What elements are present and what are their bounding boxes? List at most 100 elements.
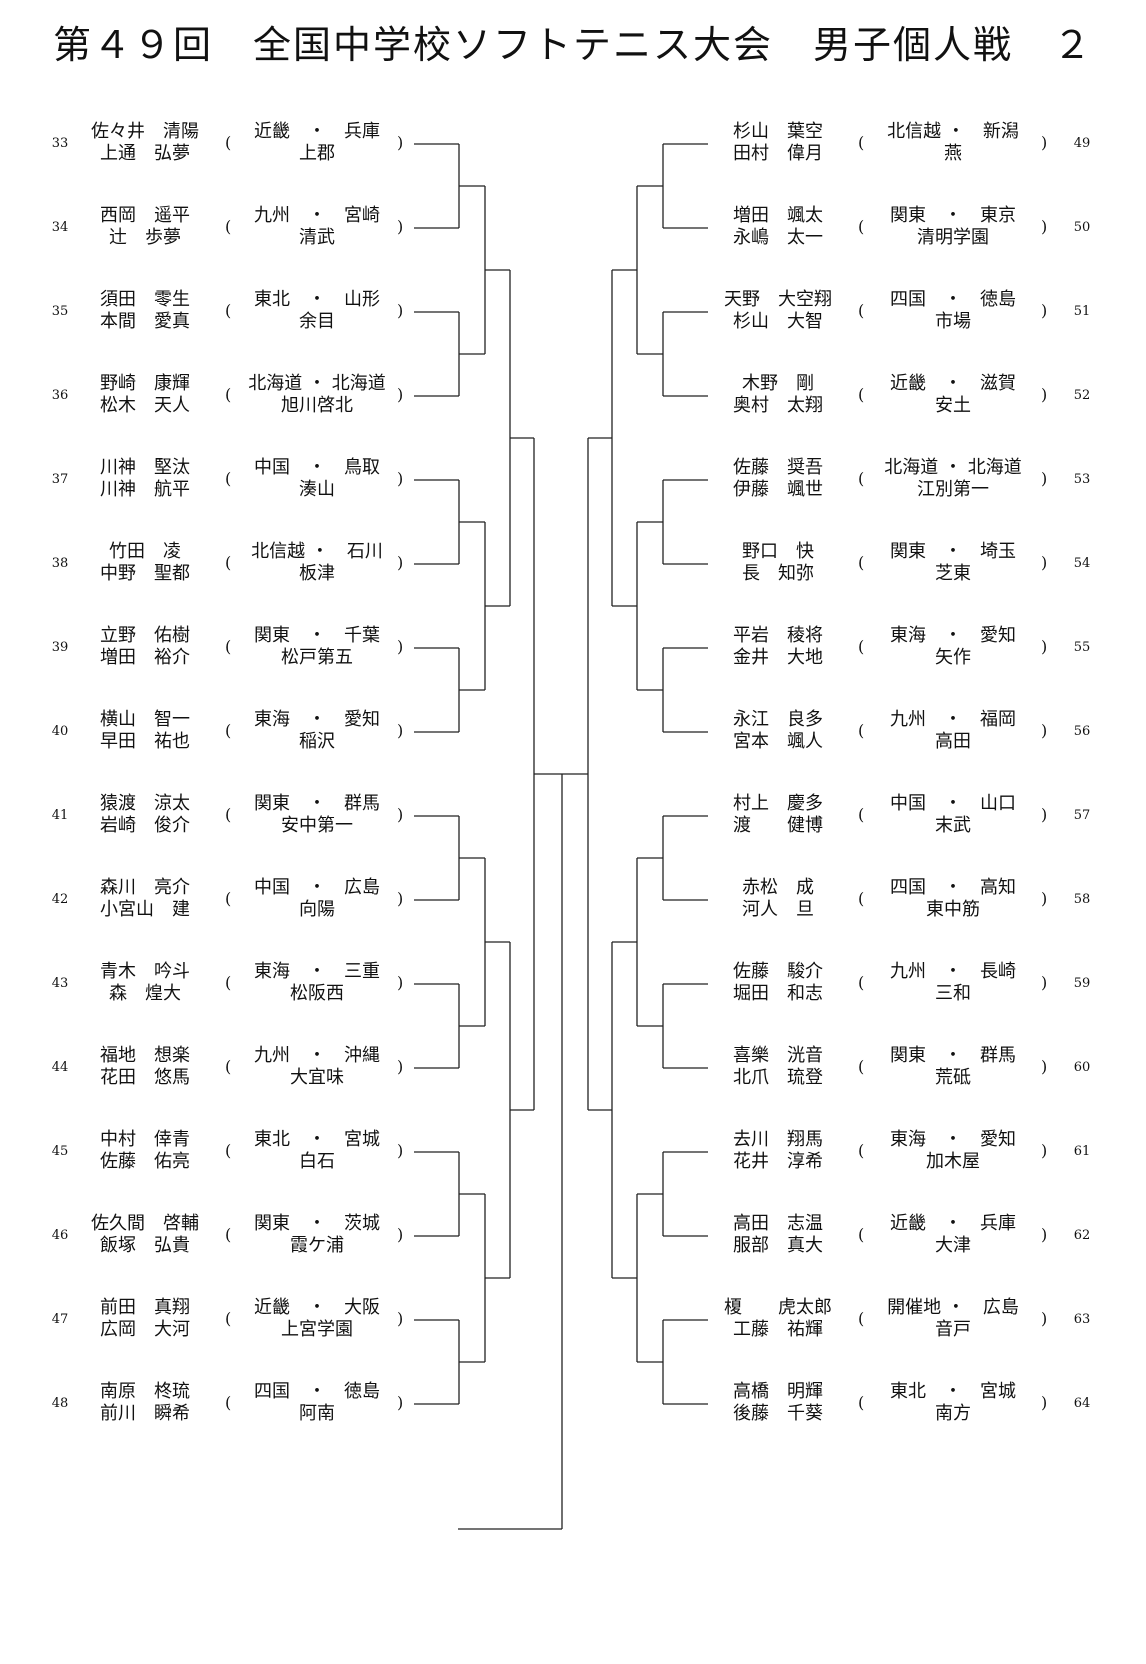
player-name: 竹田 凌 [109,541,181,562]
player-name: 伊藤 颯世 [733,479,823,500]
seed-number: 50 [1073,220,1091,235]
school-name: 江別第一 [917,479,989,500]
player-name: 松木 天人 [100,395,190,416]
page-title: 第４９回 全国中学校ソフトテニス大会 男子個人戦 ２ [52,23,1093,67]
paren-open: ( [225,1309,232,1328]
seed-number: 39 [51,640,69,655]
seed-number: 58 [1073,892,1091,907]
paren-close: ) [1041,553,1048,572]
paren-close: ) [397,973,404,992]
paren-close: ) [397,721,404,740]
player-name: 宮本 颯人 [733,731,823,752]
bracket-entry: 村上 慶多渡 健博(中国 ・ 山口末武)57 [0,793,1146,839]
player-name: 広岡 大河 [100,1319,190,1340]
paren-open: ( [858,1309,865,1328]
player-name: 小宮山 建 [100,899,190,920]
school-name: 板津 [299,563,335,584]
player-name: 川神 堅汰 [100,457,190,478]
player-name: 杉山 大智 [733,311,823,332]
region-prefecture: 九州 ・ 福岡 [890,709,1016,730]
seed-number: 34 [51,220,69,235]
school-name: 安土 [935,395,971,416]
paren-open: ( [858,889,865,908]
player-name: 北爪 琉登 [733,1067,823,1088]
paren-close: ) [397,553,404,572]
region-prefecture: 九州 ・ 宮崎 [254,205,380,226]
player-name: 南原 柊琉 [100,1381,190,1402]
school-name: 音戸 [935,1319,971,1340]
player-name: 服部 真大 [733,1235,823,1256]
bracket-entry: 天野 大空翔杉山 大智(四国 ・ 徳島市場)51 [0,289,1146,335]
seed-number: 48 [51,1396,69,1411]
region-prefecture: 東北 ・ 宮城 [254,1129,380,1150]
paren-close: ) [1041,1057,1048,1076]
paren-open: ( [858,385,865,404]
paren-open: ( [225,301,232,320]
region-prefecture: 関東 ・ 千葉 [254,625,380,646]
seed-number: 40 [51,724,69,739]
player-name: 奥村 太翔 [733,395,823,416]
paren-open: ( [858,1057,865,1076]
player-name: 横山 智一 [100,709,190,730]
seed-number: 37 [51,472,69,487]
paren-open: ( [225,1057,232,1076]
region-prefecture: 東海 ・ 愛知 [890,625,1016,646]
region-prefecture: 関東 ・ 埼玉 [890,541,1016,562]
school-name: 上宮学園 [281,1319,353,1340]
school-name: 稲沢 [299,731,335,752]
paren-close: ) [397,1057,404,1076]
seed-number: 33 [51,136,69,151]
school-name: 大宜味 [290,1067,344,1088]
seed-number: 56 [1073,724,1091,739]
player-name: 野崎 康輝 [100,373,190,394]
bracket-entry: 高田 志温服部 真大(近畿 ・ 兵庫大津)62 [0,1213,1146,1259]
paren-open: ( [225,805,232,824]
player-name: 本間 愛真 [100,311,190,332]
player-name: 河人 旦 [742,899,814,920]
seed-number: 61 [1073,1144,1091,1159]
seed-number: 36 [51,388,69,403]
player-name: 中野 聖都 [100,563,190,584]
paren-open: ( [225,217,232,236]
seed-number: 52 [1073,388,1091,403]
region-prefecture: 近畿 ・ 兵庫 [890,1213,1016,1234]
region-prefecture: 関東 ・ 東京 [890,205,1016,226]
paren-close: ) [1041,637,1048,656]
school-name: 末武 [935,815,971,836]
paren-close: ) [1041,805,1048,824]
bracket-entry: 佐藤 奨吾伊藤 颯世(北海道 ・ 北海道江別第一)53 [0,457,1146,503]
paren-open: ( [858,133,865,152]
player-name: 後藤 千葵 [733,1403,823,1424]
bracket-entry: 去川 翔馬花井 淳希(東海 ・ 愛知加木屋)61 [0,1129,1146,1175]
player-name: 立野 佑樹 [100,625,190,646]
player-name: 辻 歩夢 [109,227,181,248]
bracket-entry: 永江 良多宮本 颯人(九州 ・ 福岡高田)56 [0,709,1146,755]
region-prefecture: 近畿 ・ 兵庫 [254,121,380,142]
paren-close: ) [1041,1141,1048,1160]
seed-number: 60 [1073,1060,1091,1075]
school-name: 荒砥 [935,1067,971,1088]
region-prefecture: 九州 ・ 沖縄 [254,1045,380,1066]
seed-number: 62 [1073,1228,1091,1243]
region-prefecture: 北海道 ・ 北海道 [248,373,386,394]
paren-open: ( [225,1225,232,1244]
player-name: 平岩 稜将 [733,625,823,646]
paren-open: ( [225,469,232,488]
school-name: 向陽 [299,899,335,920]
school-name: 白石 [299,1151,335,1172]
bracket-entry: 佐藤 駿介堀田 和志(九州 ・ 長崎三和)59 [0,961,1146,1007]
school-name: 大津 [935,1235,971,1256]
paren-open: ( [858,217,865,236]
player-name: 岩崎 俊介 [100,815,190,836]
player-name: 去川 翔馬 [733,1129,823,1150]
school-name: 南方 [935,1403,971,1424]
seed-number: 35 [51,304,69,319]
paren-open: ( [225,973,232,992]
region-prefecture: 東北 ・ 宮城 [890,1381,1016,1402]
player-name: 永嶋 太一 [733,227,823,248]
